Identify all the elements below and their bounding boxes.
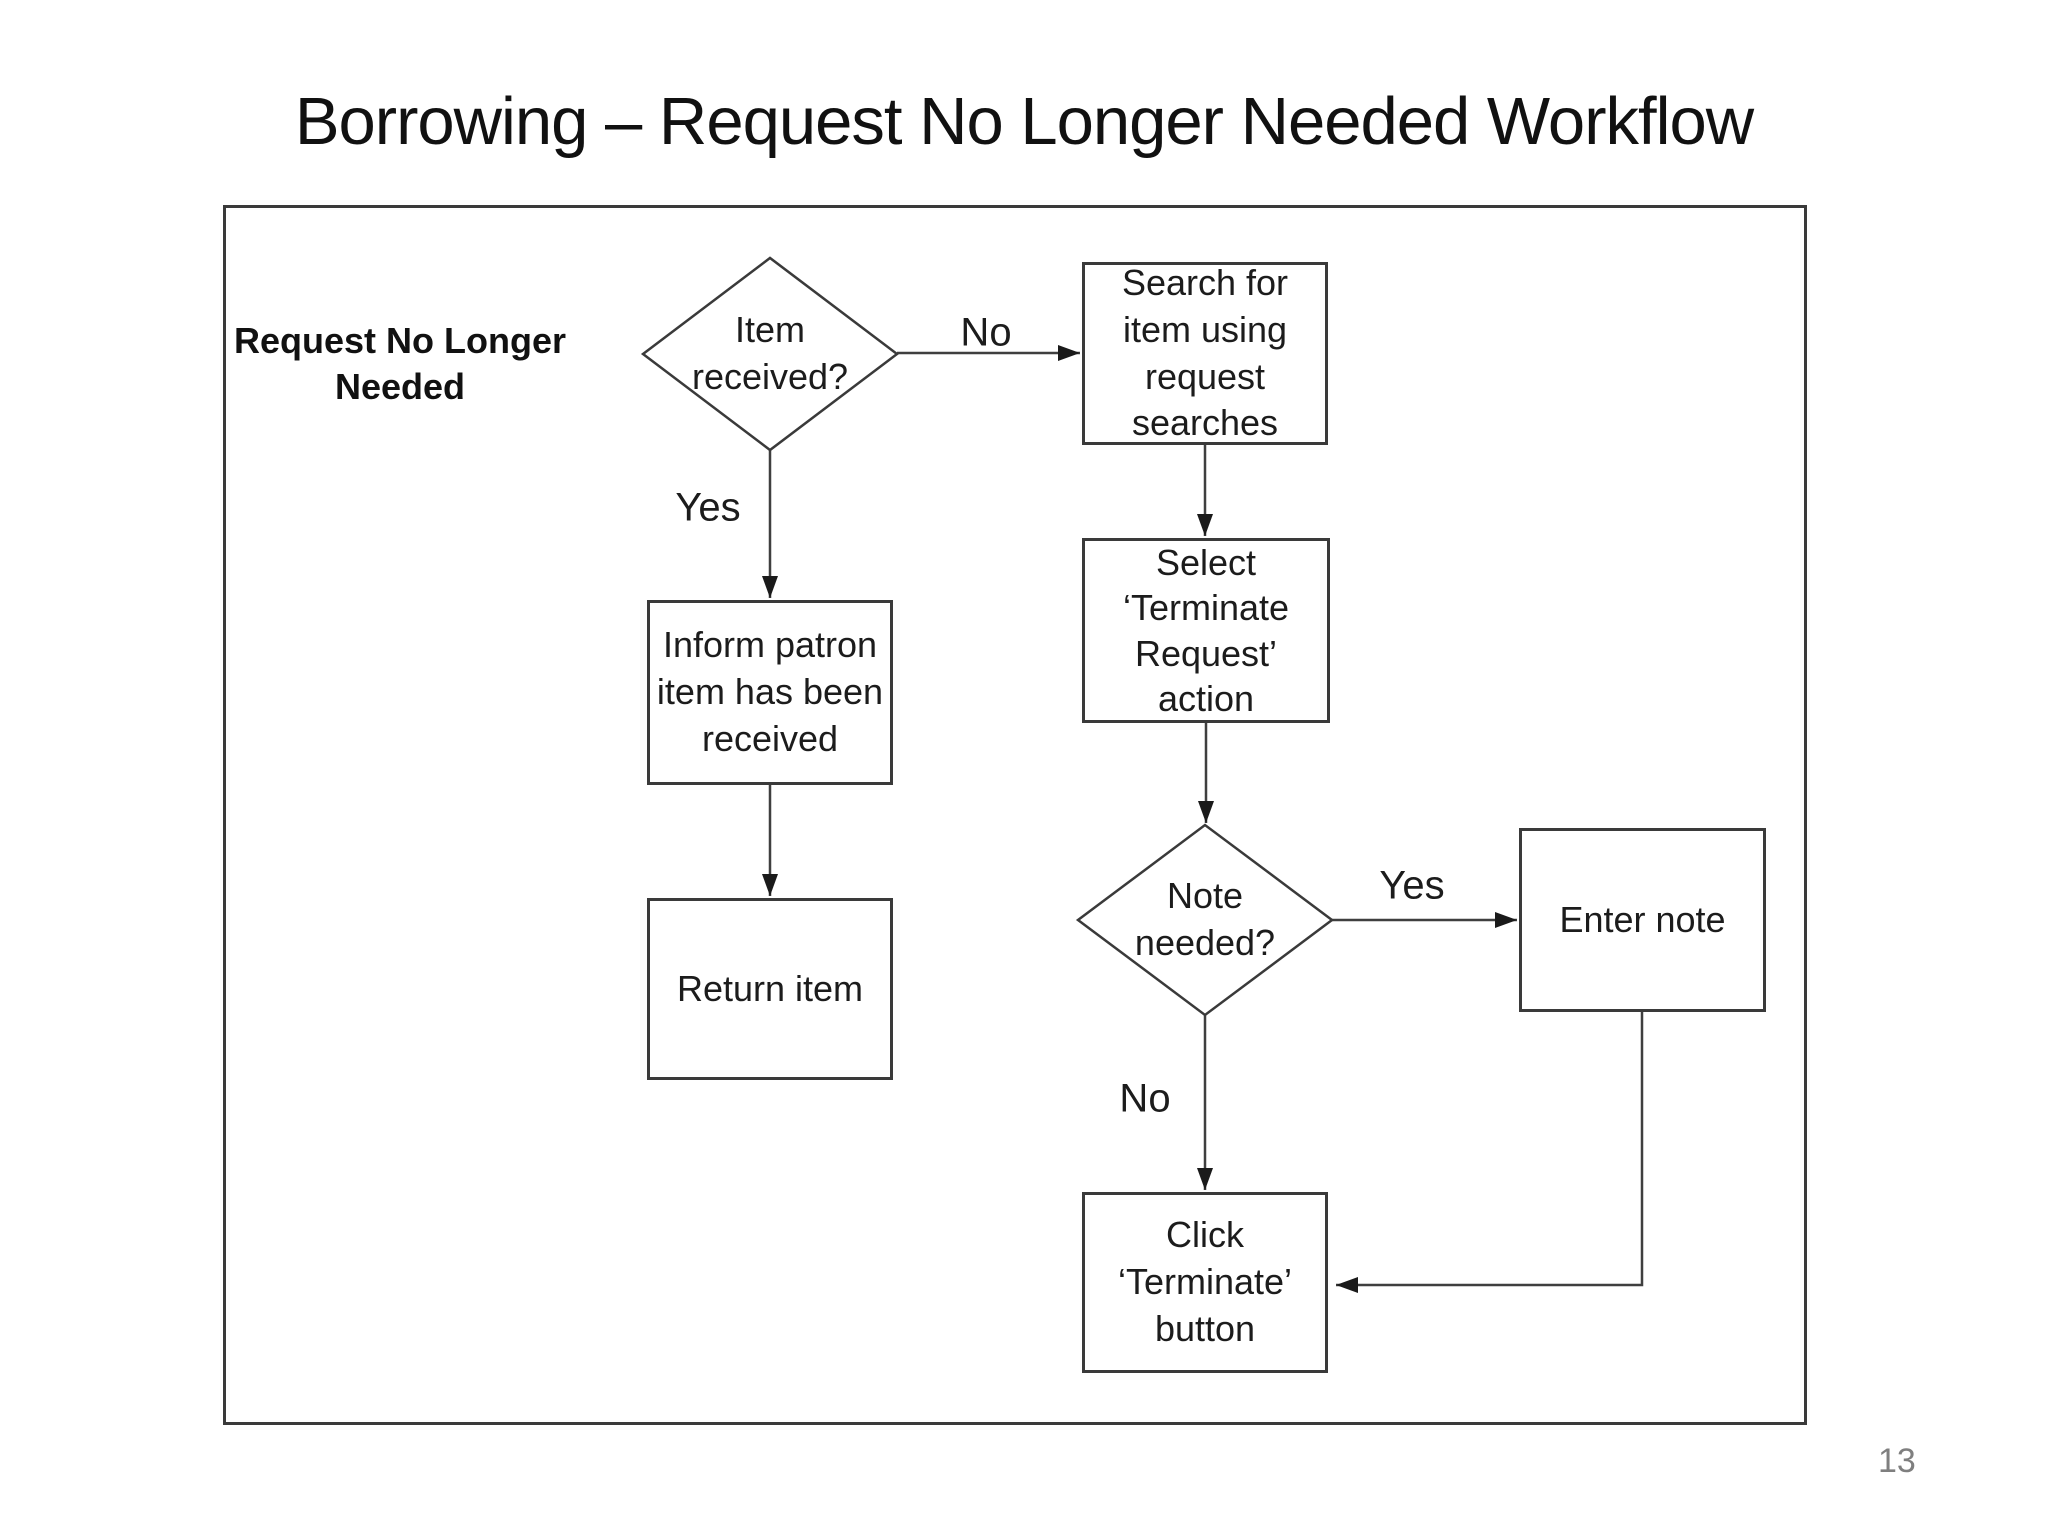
- edge-label-note-needed-no: No: [1119, 1076, 1171, 1121]
- diamond-note-needed-shape: [1075, 823, 1335, 1017]
- decision-note-needed: Note needed?: [1134, 875, 1276, 963]
- node-click-terminate-button: Click ‘Terminate’ button: [1082, 1192, 1328, 1373]
- node-return-item: Return item: [647, 898, 893, 1080]
- page-title: Borrowing – Request No Longer Needed Wor…: [294, 84, 1754, 159]
- edge-label-item-received-no: No: [960, 310, 1012, 355]
- edge-label-note-needed-yes: Yes: [1379, 863, 1445, 908]
- diamond-item-received-shape: [640, 256, 900, 452]
- decision-item-received: Item received?: [691, 309, 849, 397]
- page-number: 13: [1878, 1442, 1916, 1480]
- node-enter-note: Enter note: [1519, 828, 1766, 1012]
- node-inform-patron: Inform patron item has been received: [647, 600, 893, 785]
- node-search-for-item: Search for item using request searches: [1082, 262, 1328, 445]
- node-select-terminate-request: Select ‘Terminate Request’ action: [1082, 538, 1330, 723]
- flowchart-frame: [223, 205, 1807, 1425]
- start-label-request-no-longer-needed: Request No Longer Needed: [233, 320, 566, 408]
- edge-enter-note-to-click-terminate: [1336, 1012, 1644, 1293]
- edge-label-item-received-yes: Yes: [675, 485, 741, 530]
